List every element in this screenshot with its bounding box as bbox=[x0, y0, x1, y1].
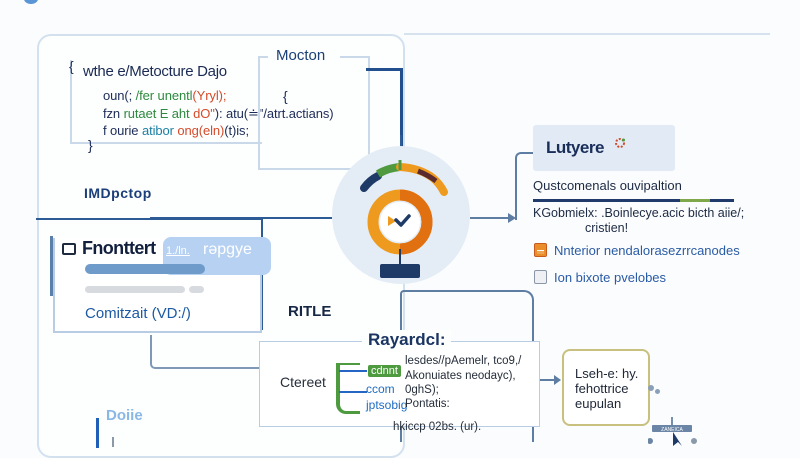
code-token: dO" bbox=[193, 106, 215, 121]
section-heading: Qustcomenals ouvipaltion bbox=[533, 178, 682, 193]
code-open-brace: { bbox=[69, 58, 74, 74]
gray-document-icon bbox=[534, 270, 547, 284]
ray-line: Pontatis: bbox=[405, 398, 450, 410]
frontend-progress-bar bbox=[85, 264, 205, 274]
bracket-icon bbox=[336, 363, 360, 414]
frontend-title: Fnonttert bbox=[82, 238, 156, 258]
ray-line: Akonuiates neodayc), bbox=[405, 370, 516, 382]
motion-box bbox=[258, 56, 370, 170]
ritle-label: RITLE bbox=[288, 303, 332, 320]
tag-badge: cdnnt bbox=[368, 365, 401, 377]
handle-dot[interactable] bbox=[655, 389, 660, 394]
code-line-2: fzn rutaet E aht dO"): atu(≐"/atrt.actia… bbox=[103, 106, 334, 122]
list-item-link[interactable]: Ion bixote pvelobes bbox=[554, 270, 667, 285]
tag-label: jptsobig bbox=[366, 398, 408, 412]
gauge-base bbox=[380, 264, 420, 278]
code-line-1: oun(; /fer unentl(Yryl); bbox=[103, 88, 226, 103]
window-icon bbox=[62, 243, 76, 255]
ray-footer-text: hkiccp 02bs. (ur). bbox=[393, 421, 482, 433]
result-title: Lseh-e: hy. bbox=[575, 366, 639, 381]
frontend-link[interactable]: 1./ln. bbox=[166, 245, 190, 257]
code-frame bbox=[70, 60, 262, 144]
cursor-widget[interactable]: ZANEICA bbox=[648, 416, 698, 446]
motion-box-top bbox=[340, 56, 368, 58]
code-title: wthe e/Metocture Dajo bbox=[83, 63, 227, 80]
motion-box-top bbox=[258, 56, 268, 58]
doiie-label: Doiie bbox=[106, 407, 143, 424]
connector-line bbox=[366, 68, 403, 171]
status-dot bbox=[24, 0, 38, 4]
code-token: (t)is; bbox=[224, 123, 249, 138]
handle-dot[interactable] bbox=[648, 385, 654, 391]
code-line-3: f ourie atibor ong(eln)(t)is; bbox=[103, 123, 249, 138]
result-line: fehottrice bbox=[575, 381, 629, 396]
frontend-subtitle[interactable]: Comitzait (VD:/) bbox=[85, 305, 191, 322]
doiie-accent-bar bbox=[96, 418, 99, 448]
gauge-arc-navy bbox=[360, 172, 382, 192]
code-token: f ourie bbox=[103, 123, 142, 138]
document-icon-detail bbox=[537, 250, 544, 254]
play-icon bbox=[388, 216, 396, 226]
bracket-branch bbox=[339, 391, 367, 393]
ray-panel-title: Rayardcl: bbox=[362, 330, 452, 350]
brand-title: Lutyere bbox=[546, 138, 604, 157]
cursor-label: ZANEICA bbox=[661, 427, 683, 433]
arrow-head-icon bbox=[508, 213, 516, 223]
code-token: ong(eln) bbox=[177, 123, 225, 138]
tag-label: ccom bbox=[366, 382, 395, 396]
ray-line: lesdes//pAemelr, tco9,/ bbox=[405, 355, 522, 367]
list-item-link[interactable]: Nnterior nendalorasezrrcanodes bbox=[554, 243, 740, 258]
connector-line bbox=[470, 217, 508, 219]
connector-line bbox=[150, 335, 261, 369]
cursor-icon bbox=[673, 432, 682, 446]
code-token: atibor bbox=[141, 123, 178, 138]
gauge-check-icon bbox=[360, 160, 448, 278]
gauge-arc-maroon bbox=[417, 168, 438, 184]
code-token: oun(; bbox=[103, 88, 136, 103]
motion-brace: { bbox=[283, 88, 288, 104]
code-token: rutaet E aht bbox=[123, 106, 194, 121]
code-token: (Yryl); bbox=[192, 88, 227, 103]
cursor-label-bar bbox=[652, 425, 692, 432]
code-token: /fer bbox=[135, 88, 155, 103]
frontend-card-accent bbox=[50, 236, 53, 296]
arrow-head-icon bbox=[554, 375, 561, 385]
connector-line bbox=[400, 135, 402, 149]
section-description: KGobmielx: .Boinlecye.acic bicth aiie/; bbox=[533, 206, 745, 220]
connector-line bbox=[150, 217, 332, 219]
section-divider bbox=[533, 199, 734, 202]
connector-line bbox=[540, 379, 558, 381]
ray-panel bbox=[259, 341, 540, 427]
code-token: ): atu(≐"/atrt.actians) bbox=[214, 106, 334, 121]
ray-left-label: Ctereet bbox=[280, 374, 326, 390]
check-icon bbox=[394, 214, 411, 227]
placeholder-bar bbox=[189, 286, 204, 293]
section-divider-accent bbox=[680, 199, 710, 202]
brand-box bbox=[533, 125, 675, 171]
section-description-cont: cristien! bbox=[585, 221, 629, 235]
bracket-branch bbox=[339, 370, 367, 372]
impact-label: IMDpctop bbox=[84, 185, 152, 201]
motion-title: Mocton bbox=[273, 47, 329, 64]
ray-line: 0ghS); bbox=[405, 384, 439, 396]
connector-line bbox=[515, 152, 535, 220]
result-line: eupulan bbox=[575, 396, 622, 411]
doiie-tick bbox=[112, 437, 114, 447]
code-token: fzn bbox=[103, 106, 124, 121]
placeholder-bar bbox=[85, 286, 185, 293]
code-token: unentl bbox=[154, 88, 193, 103]
top-divider bbox=[404, 33, 770, 35]
gear-icon bbox=[615, 138, 625, 148]
code-close-brace: } bbox=[88, 137, 93, 153]
frontend-tag: rəpgye bbox=[203, 241, 252, 258]
